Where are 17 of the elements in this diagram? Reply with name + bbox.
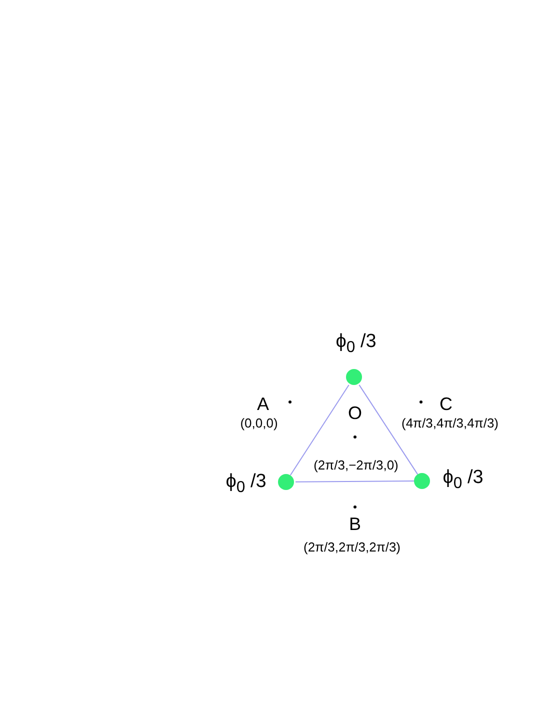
coordinate-label: (2π/3,−2π/3,0) [314, 458, 398, 472]
node-caption: ϕ$_{0}$ /3 [226, 472, 266, 496]
node-caption: ϕ$_{0}$ /3 [336, 332, 376, 356]
point-label: C [440, 395, 452, 413]
connector-line [290, 384, 350, 476]
coordinate-label: (2π/3,2π/3,2π/3) [304, 540, 400, 554]
node-circle [414, 473, 430, 489]
point-label: A [257, 395, 269, 413]
point-label: O [348, 404, 362, 422]
connector-line [358, 384, 418, 475]
coordinate-label: (0,0,0) [240, 416, 278, 430]
node-caption: ϕ$_{0}$ /3 [442, 468, 484, 492]
node-circle [278, 474, 294, 490]
node-circle [346, 369, 362, 385]
coordinate-label: (4π/3,4π/3,4π/3) [402, 416, 498, 430]
point-label: B [349, 515, 361, 533]
connector-line [295, 480, 414, 482]
